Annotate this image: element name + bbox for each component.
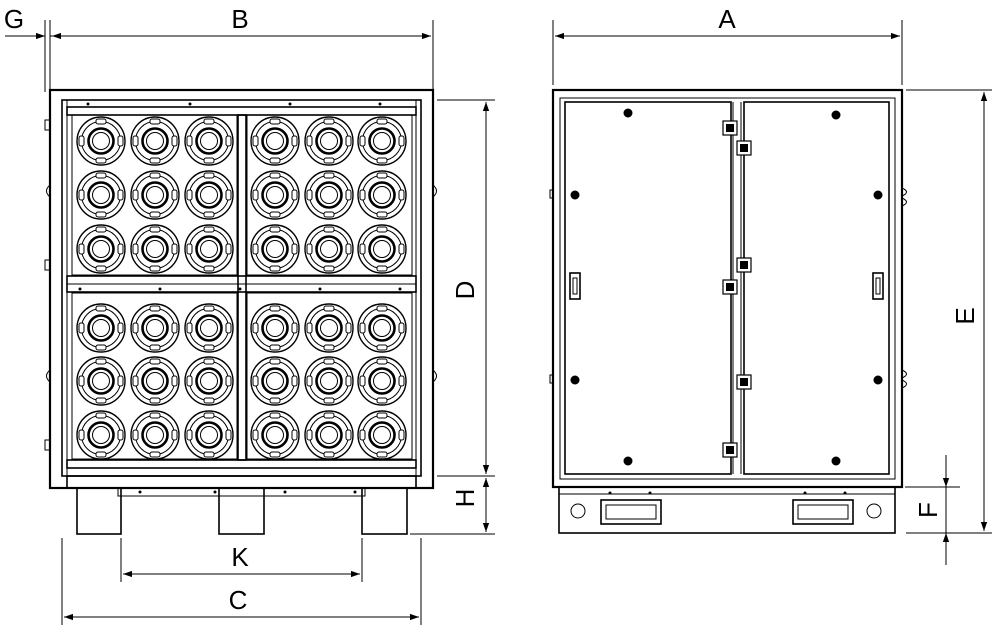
cassette (129, 302, 181, 354)
dim-label-b: B (231, 4, 248, 34)
cassette (356, 169, 408, 221)
side-panel-right (743, 101, 890, 475)
side-inner-frame (559, 97, 896, 480)
cassette (249, 409, 301, 461)
cassette (75, 115, 127, 167)
dim-label-c: C (229, 585, 248, 615)
cassette (303, 169, 355, 221)
cassette (303, 223, 355, 275)
side-handle-left (569, 272, 581, 300)
side-handle-right (872, 272, 884, 300)
side-hinges (722, 120, 752, 458)
front-base-plate (66, 475, 417, 489)
cassette (75, 169, 127, 221)
cassette (183, 409, 235, 461)
front-foot-right (361, 487, 408, 535)
front-foot-left (76, 487, 122, 535)
cassette (356, 302, 408, 354)
front-top-rail (66, 106, 417, 116)
cassette (356, 115, 408, 167)
front-foot-center (218, 487, 265, 535)
cassette (75, 355, 127, 407)
cassette (249, 302, 301, 354)
cassette (249, 169, 301, 221)
dim-label-e: E (950, 307, 980, 324)
side-base-slot-left (600, 499, 662, 525)
side-base (558, 486, 896, 534)
side-base-hole-left (570, 503, 586, 519)
cassette (249, 115, 301, 167)
side-view (549, 88, 907, 534)
front-rail-screws (78, 102, 402, 494)
cassette (303, 409, 355, 461)
cassette (129, 115, 181, 167)
side-right-knobs (901, 187, 907, 389)
dimension-lines (5, 20, 992, 625)
side-panel-left (564, 101, 732, 475)
dim-label-g: G (4, 4, 24, 34)
cassette (183, 355, 235, 407)
front-view (44, 88, 437, 535)
cassette (183, 169, 235, 221)
dim-label-k: K (231, 542, 249, 572)
side-base-slot-right (792, 499, 854, 525)
cassette (249, 223, 301, 275)
cassette (183, 302, 235, 354)
cassette (183, 115, 235, 167)
dim-label-f: F (913, 502, 943, 518)
cassette (303, 302, 355, 354)
front-left-bumps (44, 119, 51, 451)
cassette (356, 355, 408, 407)
dim-label-a: A (718, 4, 736, 34)
cassette (303, 355, 355, 407)
cassette (303, 115, 355, 167)
cassette (249, 355, 301, 407)
front-base-beam (117, 487, 366, 497)
cassette (75, 302, 127, 354)
cassette (183, 223, 235, 275)
front-right-bumps (432, 184, 437, 383)
front-center-divider (237, 114, 247, 461)
dim-label-h: H (450, 489, 480, 508)
dimension-labels: G B A D H E F K C (4, 4, 980, 615)
dim-label-d: D (450, 281, 480, 300)
cassette (129, 355, 181, 407)
cassette (356, 223, 408, 275)
cassette (129, 169, 181, 221)
cassette (129, 409, 181, 461)
cassette-grid (75, 115, 408, 461)
cassette (129, 223, 181, 275)
cassette (356, 409, 408, 461)
cassette (75, 409, 127, 461)
side-base-hole-right (866, 503, 882, 519)
front-bottom-rail (66, 459, 417, 469)
cassette (75, 223, 127, 275)
side-panel-bolts (570, 108, 883, 466)
